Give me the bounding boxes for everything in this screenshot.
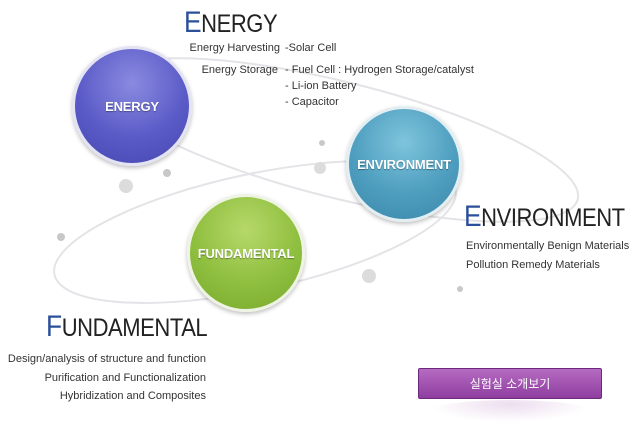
energy-heading-initial: E bbox=[184, 6, 202, 39]
environment-line: Pollution Remedy Materials bbox=[466, 259, 600, 271]
fundamental-line: Hybridization and Composites bbox=[59, 390, 206, 402]
environment-heading-initial: E bbox=[464, 200, 482, 233]
orbit-dot bbox=[57, 233, 65, 241]
energy-harvesting-item: -Solar Cell bbox=[285, 42, 337, 54]
lab-intro-button[interactable]: 실험실 소개보기 bbox=[418, 368, 602, 399]
energy-heading-rest: NERGY bbox=[201, 10, 278, 38]
fundamental-orb-label: FUNDAMENTAL bbox=[197, 245, 295, 261]
environment-orb-label: ENVIRONMENT bbox=[357, 156, 451, 172]
orbit-dot bbox=[119, 179, 133, 193]
fundamental-heading-rest: UNDAMENTAL bbox=[61, 314, 208, 342]
energy-orb: ENERGY bbox=[72, 46, 192, 166]
fundamental-line: Design/analysis of structure and functio… bbox=[7, 353, 206, 365]
orbit-dot bbox=[163, 169, 171, 177]
orbit-dot bbox=[319, 140, 325, 146]
environment-heading-rest: NVIRONMENT bbox=[481, 204, 625, 232]
fundamental-orb: FUNDAMENTAL bbox=[187, 194, 305, 312]
orbit-dot bbox=[314, 162, 326, 174]
energy-storage-item: - Li-ion Battery bbox=[285, 80, 357, 92]
environment-orb: ENVIRONMENT bbox=[346, 106, 462, 222]
orbit-dot bbox=[457, 286, 463, 292]
fundamental-line: Purification and Functionalization bbox=[44, 372, 206, 384]
fundamental-heading-initial: F bbox=[46, 310, 62, 343]
energy-storage-label: Energy Storage bbox=[201, 64, 278, 76]
energy-storage-item: - Fuel Cell : Hydrogen Storage/catalyst bbox=[285, 64, 474, 76]
fundamental-heading: FUNDAMENTAL bbox=[46, 310, 208, 344]
environment-line: Environmentally Benign Materials bbox=[466, 240, 630, 252]
energy-heading: ENERGY bbox=[184, 6, 278, 40]
energy-orb-label: ENERGY bbox=[105, 98, 159, 114]
energy-harvesting-label: Energy Harvesting bbox=[189, 42, 281, 54]
energy-storage-item: - Capacitor bbox=[285, 96, 339, 108]
environment-heading: ENVIRONMENT bbox=[464, 200, 625, 234]
lab-intro-button-label: 실험실 소개보기 bbox=[469, 377, 551, 391]
orbit-dot bbox=[362, 269, 376, 283]
button-reflection bbox=[430, 400, 590, 422]
